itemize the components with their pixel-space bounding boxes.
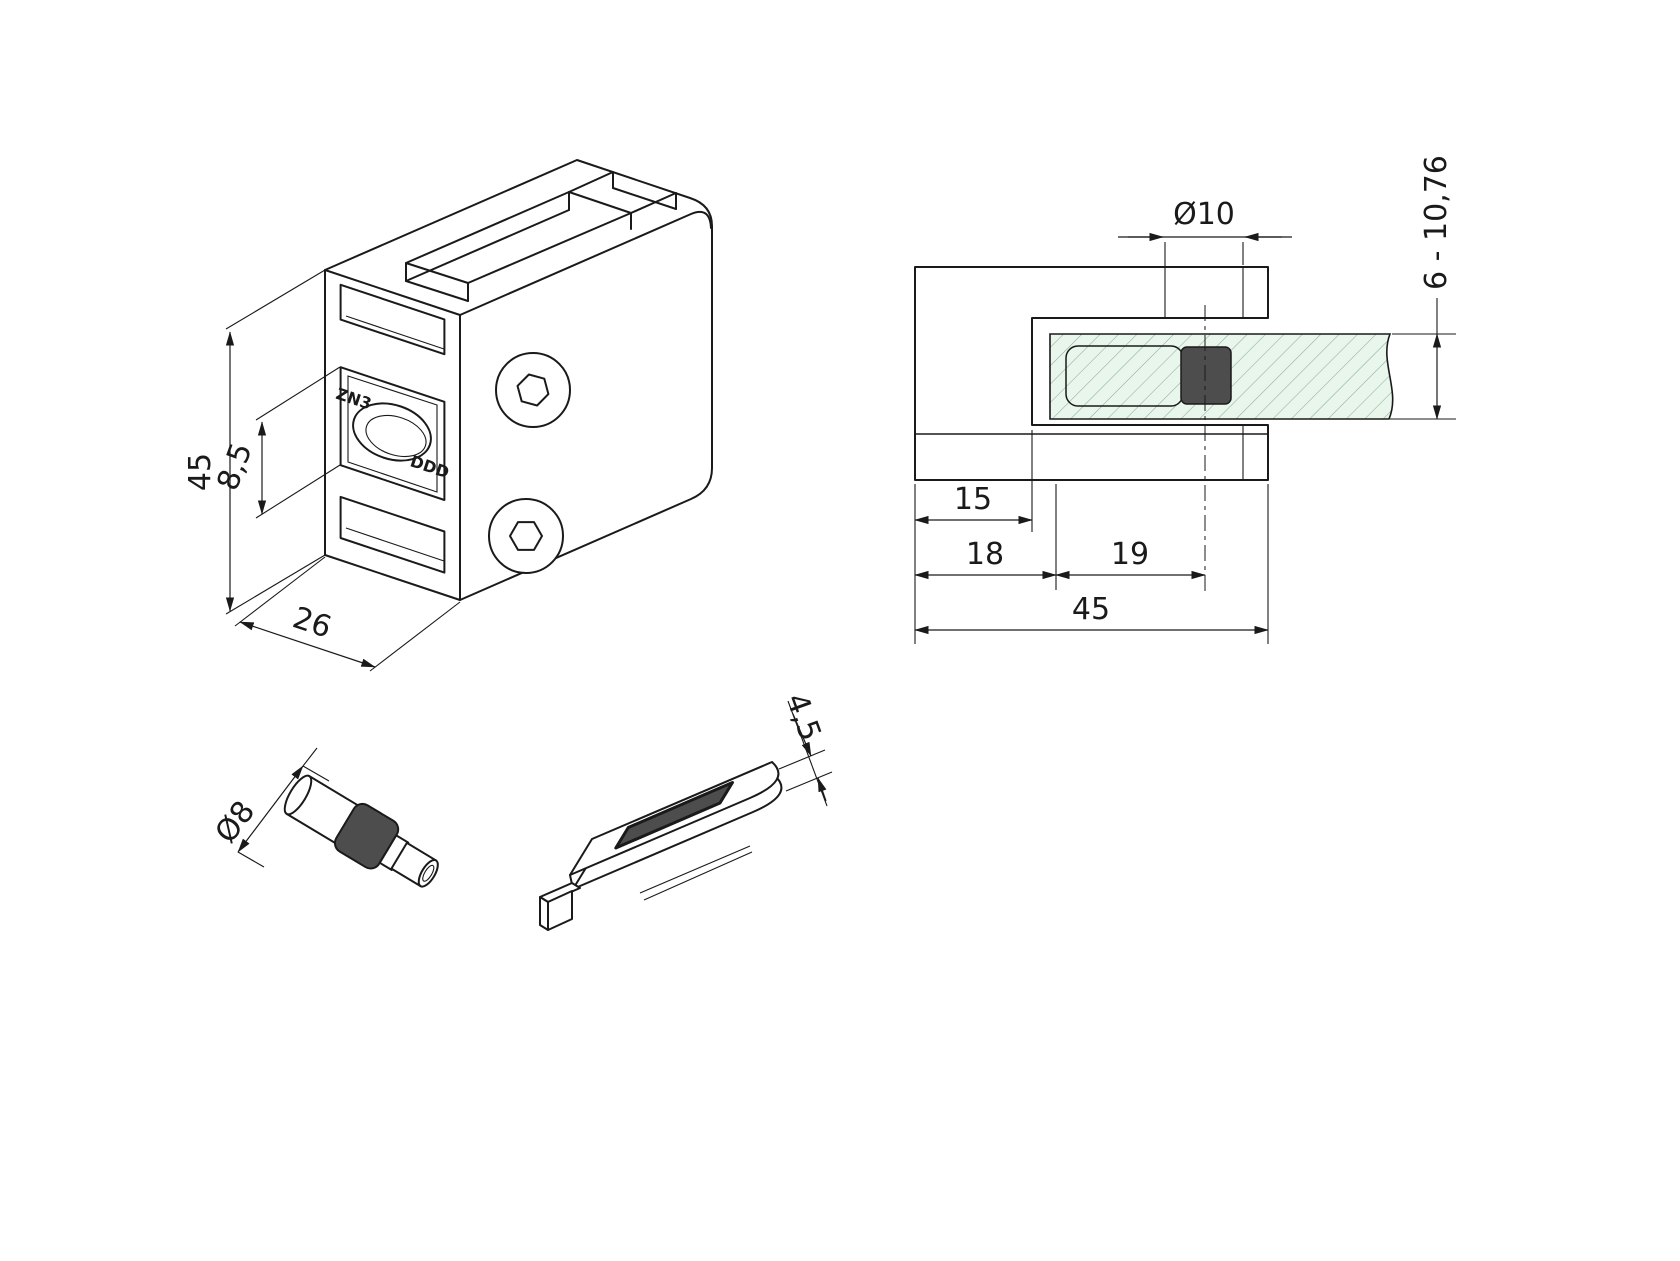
hex-socket-upper xyxy=(516,373,550,407)
side-pocket-inner xyxy=(347,375,438,493)
pin-view: Ø8 xyxy=(209,747,439,888)
dim-45-label: 45 xyxy=(1072,592,1110,627)
gasket-tab-front xyxy=(539,896,549,931)
dim-line-tail xyxy=(302,747,318,767)
dim-hole-label: Ø10 xyxy=(1173,197,1235,232)
extension-line xyxy=(778,749,826,770)
dim-line-pin xyxy=(237,765,304,853)
dim-15-label: 15 xyxy=(954,482,992,517)
dim-height-label: 45 xyxy=(183,453,218,491)
extension-line xyxy=(369,601,461,672)
dim-arrow xyxy=(817,777,827,802)
extension-line xyxy=(785,771,833,792)
hex-socket-lower xyxy=(509,521,543,551)
extension-line xyxy=(302,765,330,782)
top-slot-wall-bottom xyxy=(405,209,570,282)
dim-18-label: 18 xyxy=(966,537,1004,572)
isometric-view: ZN3 DDD 45 8,5 26 xyxy=(183,159,713,672)
side-slot-top xyxy=(339,283,446,356)
top-front-edge xyxy=(459,210,712,316)
gasket-groove xyxy=(643,851,753,901)
screw-head-upper xyxy=(495,352,571,428)
top-notch-edge xyxy=(568,171,614,193)
side-pocket-hole-inner xyxy=(365,414,427,458)
extension-line xyxy=(255,366,341,421)
top-notch-edge xyxy=(630,192,677,214)
dim-pin-label: Ø8 xyxy=(209,795,263,850)
dim-depth-label: 26 xyxy=(288,600,335,645)
gasket-rubber-pad xyxy=(614,781,734,850)
dim-glass-range-label: 6 - 10,76 xyxy=(1419,155,1454,290)
dim-19-label: 19 xyxy=(1111,537,1149,572)
clamp-body-section xyxy=(914,266,1269,481)
dim-gasket-label: 4,5 xyxy=(778,689,827,746)
gasket-tab-side xyxy=(547,890,573,931)
top-left-edge xyxy=(324,269,461,316)
extension-line xyxy=(255,464,341,519)
pin-tip-chamfer xyxy=(422,864,435,882)
side-slot-top-inner xyxy=(345,315,445,350)
top-slot-wall-bottom xyxy=(405,280,469,302)
pin-tip-face xyxy=(417,858,439,888)
gasket-view: 4,5 xyxy=(539,689,833,931)
gasket-groove xyxy=(639,845,751,894)
rubber-roller xyxy=(1180,346,1232,405)
top-notch-wall-bottom xyxy=(612,187,677,210)
side-slot-bottom-inner xyxy=(345,527,445,562)
dim-pocket-label: 8,5 xyxy=(210,438,259,495)
extension-line xyxy=(237,851,265,868)
extension-line xyxy=(225,554,326,615)
section-view: Ø10 6 - 10,76 15 18 19 45 xyxy=(914,155,1456,644)
screw-head-lower xyxy=(488,498,564,574)
side-slot-bottom xyxy=(339,495,446,574)
extension-line xyxy=(225,269,326,330)
dim-line-depth xyxy=(239,621,376,668)
side-pocket-hole xyxy=(352,402,432,462)
dim-arrow xyxy=(792,713,812,757)
extension-line xyxy=(234,556,326,627)
